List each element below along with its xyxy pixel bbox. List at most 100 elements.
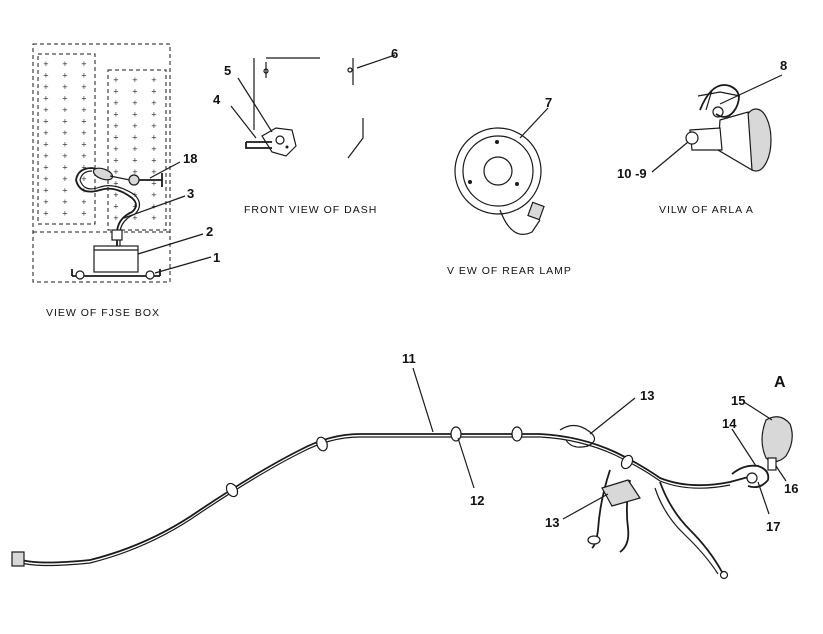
callout-6: 6 [391, 46, 398, 61]
callout-11: 11 [402, 351, 416, 366]
caption-area-a: VILW OF ARLA A [659, 204, 754, 216]
fuse-terminal-mark: + [113, 122, 119, 130]
fuse-terminal-mark: + [81, 141, 87, 149]
fuse-terminal-mark: + [62, 129, 68, 137]
fuse-terminal-mark: + [43, 210, 49, 218]
fuse-terminal-mark: + [151, 168, 157, 176]
caption-rear-lamp: V EW OF REAR LAMP [447, 265, 572, 277]
fuse-terminal-mark: + [43, 106, 49, 114]
fuse-box-leaders [123, 161, 212, 274]
fuse-terminal-mark: + [43, 187, 49, 195]
fuse-terminal-mark: + [151, 111, 157, 119]
fuse-terminal-mark: + [132, 157, 138, 165]
fuse-terminal-mark: + [151, 214, 157, 222]
fuse-terminal-mark: + [62, 141, 68, 149]
fuse-terminal-mark: + [62, 175, 68, 183]
fuse-terminal-mark: + [132, 168, 138, 176]
fuse-terminal-mark: + [113, 203, 119, 211]
area-a-view [651, 74, 783, 173]
fuse-terminal-mark: + [62, 198, 68, 206]
callout-14: 14 [722, 416, 737, 431]
fuse-terminal-mark: + [62, 72, 68, 80]
callout-2: 2 [206, 224, 213, 239]
fuse-terminal-mark: + [132, 88, 138, 96]
fuse-terminal-mark: + [113, 145, 119, 153]
fuse-terminal-mark: + [151, 157, 157, 165]
fuse-terminal-mark: + [62, 210, 68, 218]
fuse-terminal-mark: + [132, 122, 138, 130]
fuse-terminal-mark: + [113, 134, 119, 142]
callout-3: 3 [187, 186, 194, 201]
fuse-terminal-mark: + [62, 83, 68, 91]
fuse-terminal-mark: + [151, 134, 157, 142]
fuse-terminal-mark: + [132, 134, 138, 142]
fuse-terminal-mark: + [81, 95, 87, 103]
fuse-terminal-mark: + [43, 118, 49, 126]
fuse-terminal-mark: + [43, 152, 49, 160]
callout-16: 16 [784, 481, 798, 496]
fuse-terminal-mark: + [113, 180, 119, 188]
main-harness [11, 416, 793, 580]
fuse-terminal-mark: + [62, 187, 68, 195]
fuse-terminal-mark: + [62, 152, 68, 160]
fuse-terminal-mark: + [81, 175, 87, 183]
left-end-connector [11, 551, 25, 567]
fuse-terminal-mark: + [62, 118, 68, 126]
callout-7: 7 [545, 95, 552, 110]
fuse-terminal-mark: + [113, 191, 119, 199]
callout-17: 17 [766, 519, 780, 534]
mount-bolt-left [75, 270, 85, 280]
fuse-terminal-mark: + [81, 60, 87, 68]
fuse-terminal-mark: + [43, 60, 49, 68]
callout-5: 5 [224, 63, 231, 78]
fuse-terminal-mark: + [81, 106, 87, 114]
callout-8: 8 [780, 58, 787, 73]
fuse-terminal-mark: + [113, 157, 119, 165]
fuse-terminal-mark: + [151, 99, 157, 107]
fuse-terminal-mark: + [81, 129, 87, 137]
fuse-terminal-mark: + [81, 72, 87, 80]
fuse-terminal-mark: + [151, 191, 157, 199]
fuse-terminal-mark: + [151, 88, 157, 96]
rear-lamp-housing [454, 127, 542, 215]
fuse-terminal-mark: + [81, 118, 87, 126]
caption-fuse-box: VIEW OF FJSE BOX [46, 307, 160, 319]
fuse-terminal-mark: + [43, 164, 49, 172]
callout-13-upper: 13 [640, 388, 654, 403]
fuse-cable [75, 167, 137, 246]
fuse-terminal-mark: + [43, 72, 49, 80]
fuse-terminal-mark: + [113, 168, 119, 176]
callout-18: 18 [183, 151, 197, 166]
fuse-terminal-mark: + [151, 122, 157, 130]
fuse-terminal-mark: + [151, 203, 157, 211]
fuse-terminal-mark: + [113, 214, 119, 222]
fuse-terminal-mark: + [132, 145, 138, 153]
callout-4: 4 [213, 92, 221, 107]
fuse-terminal-mark: + [132, 214, 138, 222]
fuse-terminal-mark: + [151, 180, 157, 188]
harness-leaders [412, 367, 787, 520]
fuse-terminal-mark: + [81, 210, 87, 218]
fuse-terminal-mark: + [113, 99, 119, 107]
harness-clips [225, 426, 634, 498]
fuse-terminal-mark: + [81, 164, 87, 172]
rear-lamp-view [454, 107, 549, 235]
view-label-a: A [774, 374, 786, 391]
fuse-terminal-mark: + [62, 106, 68, 114]
fuse-terminal-mark: + [43, 175, 49, 183]
fuse-terminal-mark: + [62, 95, 68, 103]
fuse-terminal-mark: + [81, 83, 87, 91]
fuse-terminal-mark: + [113, 76, 119, 84]
fuse-terminal-mark: + [43, 95, 49, 103]
callout-1: 1 [213, 250, 220, 265]
fuse-terminal-mark: + [43, 83, 49, 91]
fuse-terminal-mark: + [113, 111, 119, 119]
harness-cable [21, 433, 753, 564]
fuse-terminal-mark: + [43, 141, 49, 149]
fuse-terminal-mark: + [43, 129, 49, 137]
fuse-terminals-left: ++++++++++++++++++++++++++++++++++++++++… [43, 60, 87, 218]
fuse-terminal-mark: + [62, 164, 68, 172]
fuse-terminal-mark: + [113, 88, 119, 96]
area-a-lamp [761, 416, 793, 463]
